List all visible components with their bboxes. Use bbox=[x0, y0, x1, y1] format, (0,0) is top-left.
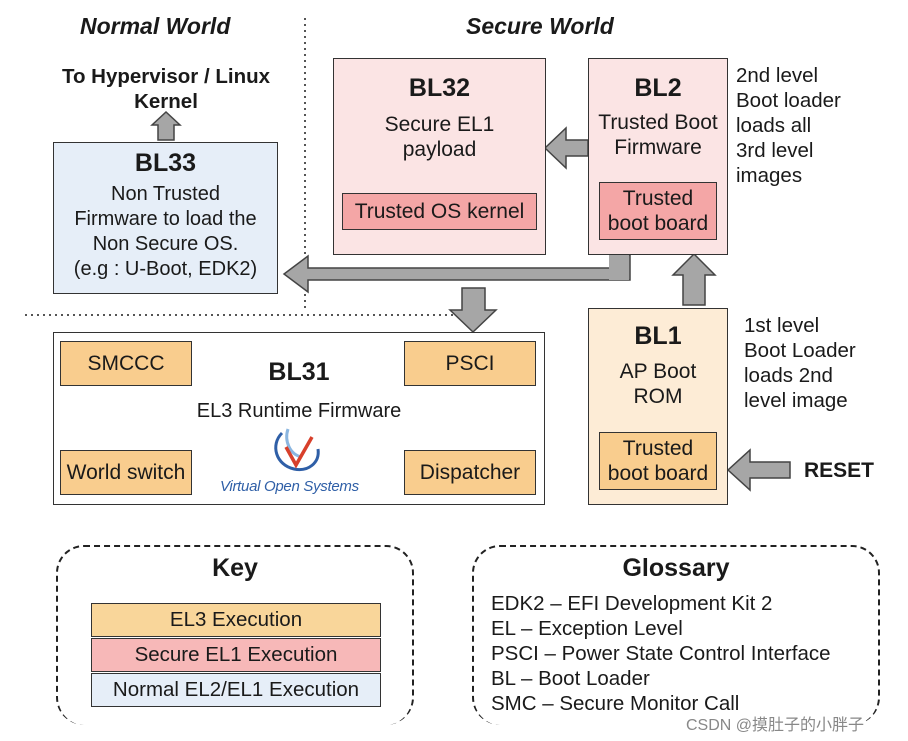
bl31-box: BL31 EL3 Runtime Firmware SMCCC PSCI Wor… bbox=[53, 332, 545, 505]
bl1-title: BL1 bbox=[634, 322, 682, 350]
bl32-title: BL32 bbox=[408, 74, 471, 102]
key-panel bbox=[56, 545, 414, 725]
bl2-title: BL2 bbox=[634, 74, 682, 102]
bl2-description: Trusted Boot Firmware bbox=[598, 111, 718, 159]
vos-logo-icon bbox=[274, 428, 320, 472]
glossary-item: SMC – Secure Monitor Call bbox=[491, 692, 740, 715]
key-table: EL3 Execution Secure EL1 Execution Norma… bbox=[91, 603, 381, 709]
bl1-to-bl2-arrow bbox=[671, 252, 717, 306]
bl33-description: Non Trusted Firmware to load the Non Sec… bbox=[73, 183, 258, 280]
key-row-normal: Normal EL2/EL1 Execution bbox=[91, 673, 381, 707]
bl2-to-bl32-arrow bbox=[543, 126, 589, 170]
key-title: Key bbox=[212, 554, 258, 582]
secure-world-title: Secure World bbox=[466, 13, 614, 39]
normal-world-title: Normal World bbox=[80, 13, 231, 39]
bl33-up-arrow bbox=[150, 110, 182, 141]
bl31-subtitle: EL3 Runtime Firmware bbox=[196, 400, 402, 422]
reset-arrow bbox=[726, 448, 791, 492]
vos-logo-text: Virtual Open Systems bbox=[220, 478, 359, 495]
hypervisor-label: To Hypervisor / Linux Kernel bbox=[61, 65, 271, 113]
glossary-panel bbox=[472, 545, 880, 725]
smccc-block: SMCCC bbox=[60, 341, 192, 386]
dispatcher-block: Dispatcher bbox=[404, 450, 536, 495]
bl31-title: BL31 bbox=[268, 358, 330, 386]
bl2-box: BL2 Trusted Boot Firmware Trusted boot b… bbox=[588, 58, 728, 255]
reset-label: RESET bbox=[804, 459, 875, 482]
key-row-el3: EL3 Execution bbox=[91, 603, 381, 637]
glossary-item: EL – Exception Level bbox=[491, 617, 683, 640]
bl1-box: BL1 AP Boot ROM Trusted boot board bbox=[588, 308, 728, 505]
trusted-os-kernel: Trusted OS kernel bbox=[342, 193, 537, 230]
bl33-title: BL33 bbox=[134, 149, 197, 177]
to-bl31-arrow bbox=[448, 287, 498, 334]
bl32-box: BL32 Secure EL1 payload Trusted OS kerne… bbox=[333, 58, 546, 255]
bl2-trusted-boot-board: Trusted boot board bbox=[599, 182, 717, 240]
bl1-description: AP Boot ROM bbox=[619, 360, 697, 408]
key-row-secure-el1: Secure EL1 Execution bbox=[91, 638, 381, 672]
bl1-trusted-boot-board: Trusted boot board bbox=[599, 432, 717, 490]
glossary-item: EDK2 – EFI Development Kit 2 bbox=[491, 592, 773, 615]
bl1-note: 1st level Boot Loader loads 2nd level im… bbox=[744, 314, 856, 412]
glossary-item: PSCI – Power State Control Interface bbox=[491, 642, 831, 665]
bl33-box: BL33 Non Trusted Firmware to load the No… bbox=[53, 142, 278, 294]
bl2-note: 2nd level Boot loader loads all 3rd leve… bbox=[736, 64, 841, 187]
bl2-to-bl33-arrow bbox=[282, 254, 631, 294]
glossary-title: Glossary bbox=[622, 554, 730, 582]
glossary-item: BL – Boot Loader bbox=[491, 667, 650, 690]
world-switch-block: World switch bbox=[60, 450, 192, 495]
glossary-list: EDK2 – EFI Development Kit 2 EL – Except… bbox=[491, 591, 831, 716]
bl32-description: Secure EL1 payload bbox=[384, 113, 495, 161]
watermark: CSDN @摸肚子的小胖子 bbox=[684, 711, 867, 735]
psci-block: PSCI bbox=[404, 341, 536, 386]
